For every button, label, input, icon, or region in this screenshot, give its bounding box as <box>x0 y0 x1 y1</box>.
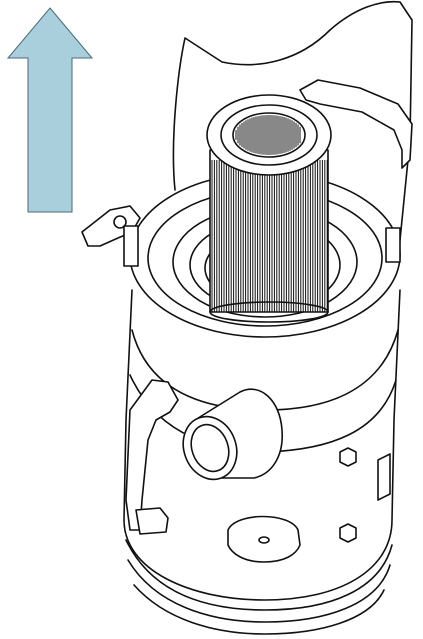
filter-pleats <box>211 160 328 312</box>
hood-handle <box>299 79 413 169</box>
housing-body <box>123 289 401 601</box>
fastener-2 <box>339 523 357 543</box>
filter-cartridge <box>206 94 332 323</box>
latch-hole <box>113 215 127 229</box>
direction-arrow <box>6 7 94 213</box>
inlet-pipe <box>182 388 283 481</box>
base-ring-1 <box>125 539 393 611</box>
bottom-valve-plate <box>227 515 301 563</box>
transparent-hood <box>172 0 413 269</box>
side-clamp <box>125 379 179 531</box>
clamp-tab <box>135 507 169 535</box>
valve-center <box>258 536 270 544</box>
right-clip-lower <box>377 453 391 501</box>
fastener-1 <box>339 447 357 467</box>
left-clip <box>123 225 139 267</box>
base-ring-2 <box>127 559 391 623</box>
filter-cap-ring <box>220 104 318 166</box>
filter-cap-hole <box>232 112 306 158</box>
filter-bottom <box>209 301 329 323</box>
base-ring-3 <box>133 584 385 635</box>
inner-pleats <box>235 115 301 155</box>
right-clip <box>385 227 401 263</box>
